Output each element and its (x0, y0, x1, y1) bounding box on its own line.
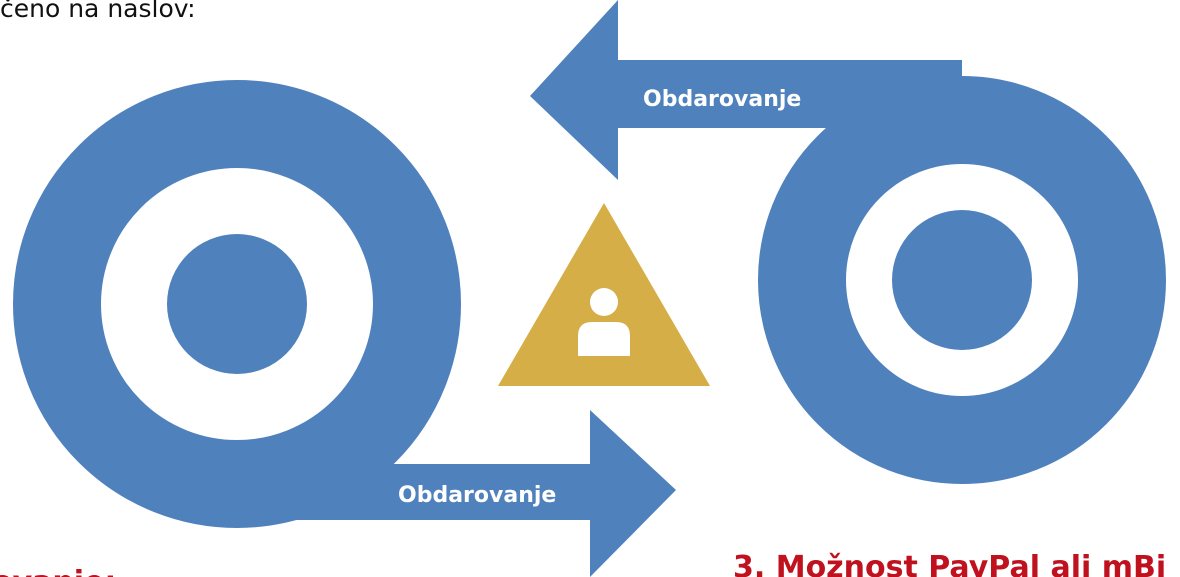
left-ring (13, 80, 461, 528)
top-arrow (530, 0, 962, 180)
bottom-arrow-label: Obdarovanje (398, 483, 556, 508)
top-arrow-label: Obdarovanje (643, 87, 801, 112)
right-ring (758, 76, 1166, 484)
bottom-right-text: 3. Možnost PayPal ali mBi (733, 550, 1166, 577)
bottom-arrow (237, 410, 676, 577)
person-icon (578, 288, 630, 356)
bottom-left-text: ovanje: (0, 565, 116, 577)
intro-text: čeno na naslov: (0, 0, 196, 23)
